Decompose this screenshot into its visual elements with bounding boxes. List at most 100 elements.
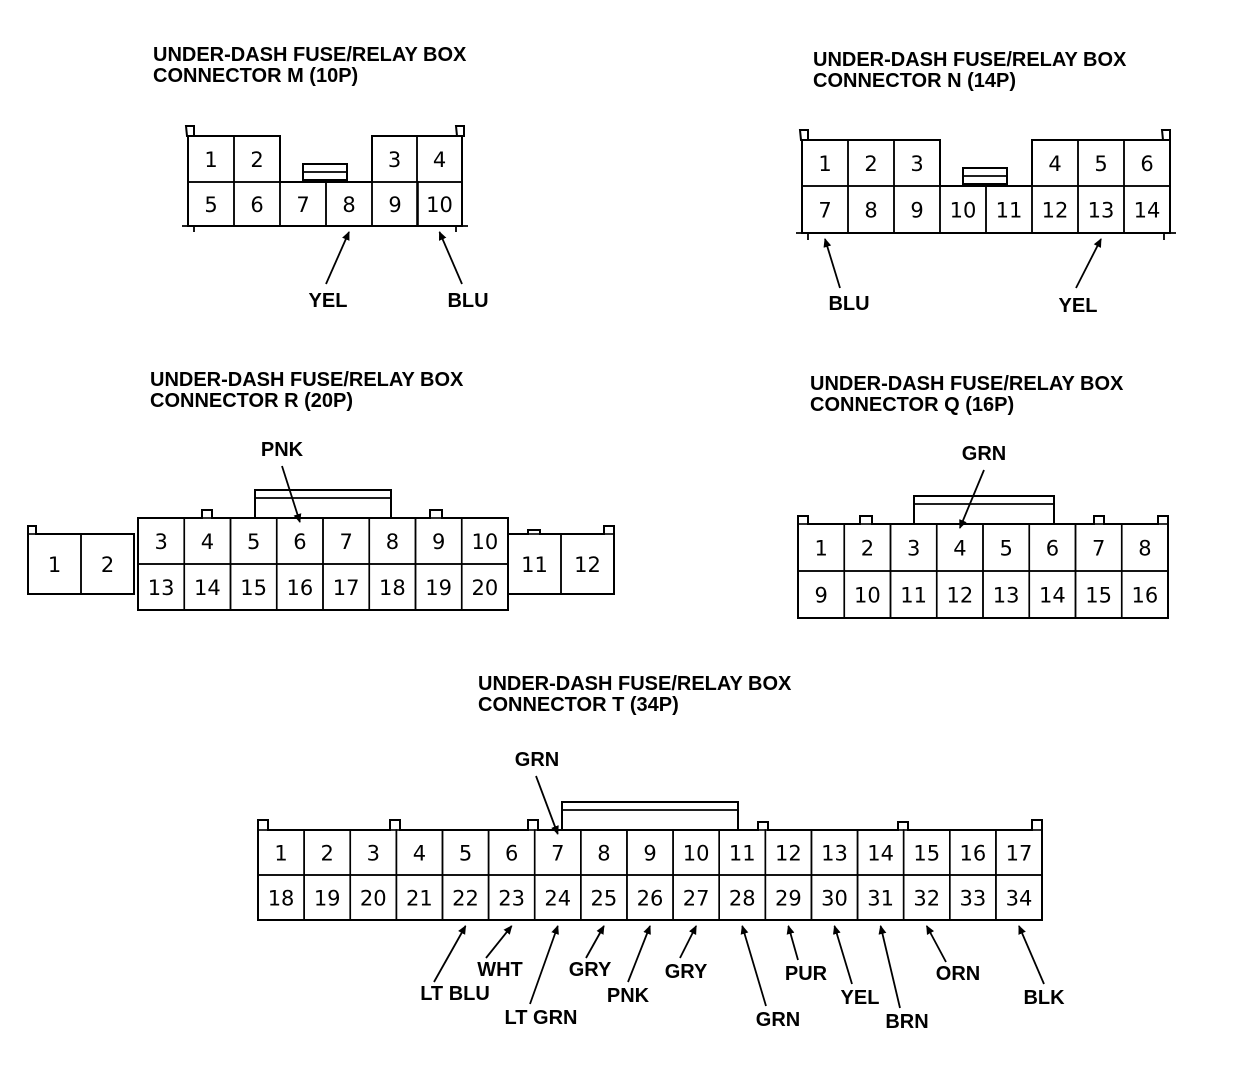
connector-r-pin-label: 17 xyxy=(333,576,360,600)
connector-n-pin-label: 4 xyxy=(1048,152,1061,176)
connector-q-pin-label: 16 xyxy=(1132,584,1159,608)
connector-q-lock-tab xyxy=(913,495,1055,527)
connector-t-pin-label: 8 xyxy=(597,842,610,866)
connector-r-cavity xyxy=(80,533,135,595)
connector-m-cavity xyxy=(371,181,419,227)
connector-q-pin-label: 9 xyxy=(814,584,827,608)
connector-q-pin-label: 5 xyxy=(999,537,1012,561)
connector-q-title-line2: CONNECTOR Q (16P) xyxy=(810,394,1014,416)
connector-t-pin-label: 17 xyxy=(1006,842,1033,866)
connector-r-pin-label: 15 xyxy=(240,576,267,600)
wire-color-label: YEL xyxy=(841,987,880,1009)
wire-arrow xyxy=(529,925,559,1005)
connector-q-pin-label: 12 xyxy=(947,584,974,608)
connector-m-pin-label: 6 xyxy=(250,193,263,217)
wire-arrow xyxy=(1075,238,1102,289)
connector-q-pin-label: 10 xyxy=(854,584,881,608)
connector-t-pin-label: 18 xyxy=(268,887,295,911)
wire-arrow xyxy=(786,925,799,961)
connector-r-pin-label: 12 xyxy=(574,553,601,577)
connector-t-pin-label: 20 xyxy=(360,887,387,911)
connector-t-pin-label: 4 xyxy=(413,842,426,866)
connector-q-pin-label: 14 xyxy=(1039,584,1066,608)
connector-t-pin-label: 29 xyxy=(775,887,802,911)
connector-r-cavity xyxy=(460,563,509,611)
connector-t-pin-label: 31 xyxy=(867,887,894,911)
connector-t-pin-label: 32 xyxy=(913,887,940,911)
connector-m-title-line2: CONNECTOR M (10P) xyxy=(153,65,358,87)
connector-r-pin-label: 14 xyxy=(194,576,221,600)
wire-arrow xyxy=(925,925,947,963)
connector-t-pin-label: 24 xyxy=(544,887,571,911)
connector-n-pin-label: 5 xyxy=(1094,152,1107,176)
connector-n-pin-label: 12 xyxy=(1042,199,1069,223)
connector-n-title-line2: CONNECTOR N (14P) xyxy=(813,70,1016,92)
connector-r-pin-label: 5 xyxy=(247,530,260,554)
connector-t-pin-label: 14 xyxy=(867,842,894,866)
connector-t-pin-label: 23 xyxy=(498,887,525,911)
connector-t-pin-label: 34 xyxy=(1006,887,1033,911)
connector-t-pin-label: 28 xyxy=(729,887,756,911)
wire-arrow xyxy=(438,231,463,285)
connector-t-pin-label: 3 xyxy=(367,842,380,866)
connector-r-lock-tab xyxy=(254,489,392,519)
connector-n-pin-label: 2 xyxy=(864,152,877,176)
connector-t-pin-label: 33 xyxy=(959,887,986,911)
connector-q-pin-label: 8 xyxy=(1138,537,1151,561)
connector-m-pin-label: 3 xyxy=(388,148,401,172)
connector-r-title-line1: UNDER-DASH FUSE/RELAY BOX xyxy=(150,369,464,391)
connector-n-title-line1: UNDER-DASH FUSE/RELAY BOX xyxy=(813,49,1127,71)
connector-n-pin-label: 11 xyxy=(996,199,1023,223)
connector-q-pin-label: 15 xyxy=(1085,584,1112,608)
connector-t-pin-label: 2 xyxy=(320,842,333,866)
wire-color-label: LT GRN xyxy=(505,1007,578,1029)
connector-m-pin-label: 7 xyxy=(296,193,309,217)
connector-r: UNDER-DASH FUSE/RELAY BOX CONNECTOR R (2… xyxy=(27,369,615,611)
connector-r-pin-label: 10 xyxy=(472,530,499,554)
wire-color-label: BLK xyxy=(1023,987,1065,1009)
wire-color-label: GRN xyxy=(756,1009,800,1031)
connector-q-pin-label: 7 xyxy=(1092,537,1105,561)
connector-t-pin-label: 26 xyxy=(637,887,664,911)
wire-arrow xyxy=(585,925,605,959)
connector-n-pin-label: 1 xyxy=(818,152,831,176)
wire-arrow xyxy=(485,925,513,959)
connector-m-pin-label: 10 xyxy=(426,193,453,217)
connector-r-cavity xyxy=(560,533,615,595)
connector-m-pin-label: 9 xyxy=(388,193,401,217)
connector-n-pin-label: 10 xyxy=(950,199,977,223)
connector-r-title-line2: CONNECTOR R (20P) xyxy=(150,390,353,412)
wire-color-label: PNK xyxy=(607,985,650,1007)
connector-n-pin-label: 9 xyxy=(910,199,923,223)
connector-t-lock-tab xyxy=(561,801,739,831)
connector-n-pin-label: 3 xyxy=(910,152,923,176)
connector-t-pin-label: 10 xyxy=(683,842,710,866)
connector-t-pin-label: 6 xyxy=(505,842,518,866)
connector-r-pin-label: 6 xyxy=(293,530,306,554)
connector-t-pin-label: 30 xyxy=(821,887,848,911)
connector-q-pin-label: 1 xyxy=(814,537,827,561)
connector-m-cavity xyxy=(416,181,463,227)
wire-arrow xyxy=(535,775,559,835)
wire-color-label: PUR xyxy=(785,963,828,985)
connector-t-title-line2: CONNECTOR T (34P) xyxy=(478,694,679,716)
wire-color-label: LT BLU xyxy=(420,983,490,1005)
wire-color-label: GRY xyxy=(665,961,708,983)
connector-n-pin-label: 14 xyxy=(1134,199,1161,223)
connector-r-pin-label: 19 xyxy=(425,576,452,600)
connector-q-pin-label: 2 xyxy=(861,537,874,561)
connector-r-pin-label: 8 xyxy=(386,530,399,554)
connector-t-pin-label: 21 xyxy=(406,887,433,911)
connector-t-pin-label: 9 xyxy=(643,842,656,866)
wire-arrow xyxy=(325,231,350,285)
connector-n-pin-label: 8 xyxy=(864,199,877,223)
wire-color-label: ORN xyxy=(936,963,980,985)
connector-r-pin-label: 1 xyxy=(48,553,61,577)
connector-t-pin-label: 19 xyxy=(314,887,341,911)
wire-color-label: GRN xyxy=(515,749,559,771)
wire-color-label: BRN xyxy=(885,1011,928,1033)
connector-r-pin-label: 4 xyxy=(201,530,214,554)
connector-t-pin-label: 27 xyxy=(683,887,710,911)
wire-color-label: GRY xyxy=(569,959,612,981)
connector-q-title-line1: UNDER-DASH FUSE/RELAY BOX xyxy=(810,373,1124,395)
